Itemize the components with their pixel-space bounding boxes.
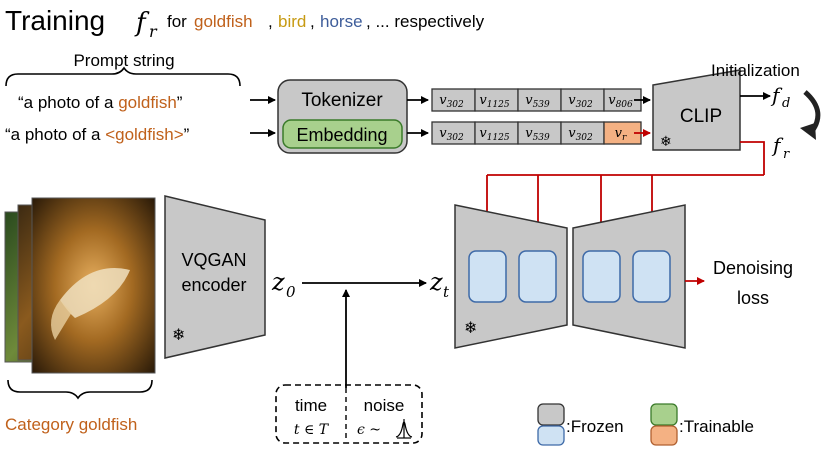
prompt-text-2: “a photo of a <goldfish>” — [5, 125, 190, 144]
tokenizer-block: Tokenizer Embedding — [277, 79, 408, 154]
time-noise-frame — [275, 384, 423, 444]
vqgan-label-line2: encoder — [181, 275, 246, 295]
title-for: for — [167, 12, 187, 31]
unet-decoder-half — [572, 204, 686, 349]
token-label: v302 — [439, 93, 464, 110]
token-label: v806 — [608, 93, 633, 110]
unet-attention-block-2 — [518, 250, 557, 303]
clip-block: CLIP ❄ — [652, 69, 741, 151]
legend-trainable-swatch-orange — [650, 425, 678, 446]
title: Training f r for goldfish , bird , horse… — [5, 5, 485, 41]
noise-label: noise — [364, 396, 405, 415]
category-brace — [7, 379, 153, 400]
title-class-horse: horse — [320, 12, 363, 31]
gaussian-noise-icon — [395, 419, 413, 439]
denoising-loss-line2: loss — [737, 288, 769, 308]
prompt-string-label: Prompt string — [73, 51, 174, 70]
token-label: v539 — [525, 126, 550, 143]
zt-symbol: z — [429, 268, 443, 296]
denoising-loss-line1: Denoising — [713, 258, 793, 278]
snowflake-icon: ❄ — [172, 327, 185, 344]
token-label: v302 — [568, 93, 593, 110]
token-label: vr — [615, 126, 627, 143]
init-curved-arrowhead — [800, 123, 816, 140]
title-f-symbol: f — [134, 8, 150, 38]
embedding-box — [282, 119, 403, 149]
z0-sub: 0 — [286, 283, 296, 301]
token-label: v539 — [525, 93, 550, 110]
snowflake-icon: ❄ — [660, 133, 672, 149]
token-label: v1125 — [479, 126, 510, 143]
vqgan-encoder: VQGAN encoder ❄ — [164, 195, 266, 359]
legend-trainable-label: :Trainable — [679, 417, 754, 436]
zt-sub: t — [443, 283, 450, 301]
noise-expr: ϵ ~ — [357, 422, 381, 438]
prompt-text-1: “a photo of a goldfish” — [18, 93, 183, 112]
title-class-goldfish: goldfish — [194, 12, 253, 31]
title-comma-2: , — [310, 12, 315, 31]
snowflake-icon: ❄ — [464, 320, 477, 337]
time-expr: t ∈ T — [294, 422, 330, 438]
legend: :Frozen :Trainable — [537, 403, 754, 446]
z0-symbol: z — [271, 268, 285, 296]
vqgan-label-line1: VQGAN — [181, 250, 246, 270]
unet-attention-block-4 — [632, 250, 671, 303]
legend-trainable-swatch-green — [650, 403, 678, 426]
time-label: time — [295, 396, 327, 415]
category-label: Category goldfish — [5, 415, 137, 434]
clip-label: CLIP — [680, 106, 722, 127]
embedding-label: Embedding — [296, 125, 387, 145]
title-class-bird: bird — [278, 12, 306, 31]
prompt-brace — [5, 66, 241, 87]
unet-encoder-half — [454, 204, 568, 349]
goldfish-fin — [51, 300, 72, 340]
title-comma-1: , — [268, 12, 273, 31]
unet: ❄ — [454, 204, 686, 349]
time-noise-box: time t ∈ T noise ϵ ~ — [275, 384, 423, 444]
token-label: v302 — [568, 126, 593, 143]
token-label: v302 — [439, 126, 464, 143]
cond-line-clip-down — [740, 141, 765, 175]
vqgan-trapezoid — [164, 195, 266, 359]
unet-attention-block-1 — [468, 250, 507, 303]
token-row-2: v302 v1125 v539 v302 vr — [431, 121, 642, 145]
clip-trapezoid — [652, 69, 741, 151]
title-suffix: , ... respectively — [366, 12, 485, 31]
title-f-sub: r — [149, 22, 158, 41]
legend-frozen-swatch-dark — [537, 403, 565, 426]
tokenizer-label: Tokenizer — [301, 90, 383, 111]
goldfish-images — [4, 197, 156, 374]
title-main: Training — [5, 5, 105, 36]
legend-frozen-swatch-light — [537, 425, 565, 446]
fd-sub: d — [782, 96, 790, 111]
goldfish-shape — [60, 268, 130, 318]
token-row-1: v302 v1125 v539 v302 v806 — [431, 88, 642, 112]
legend-frozen-label: :Frozen — [566, 417, 624, 436]
unet-attention-block-3 — [582, 250, 621, 303]
fr-sub: r — [783, 147, 790, 162]
token-label: v1125 — [479, 93, 510, 110]
initialization-label: Initialization — [711, 61, 800, 80]
